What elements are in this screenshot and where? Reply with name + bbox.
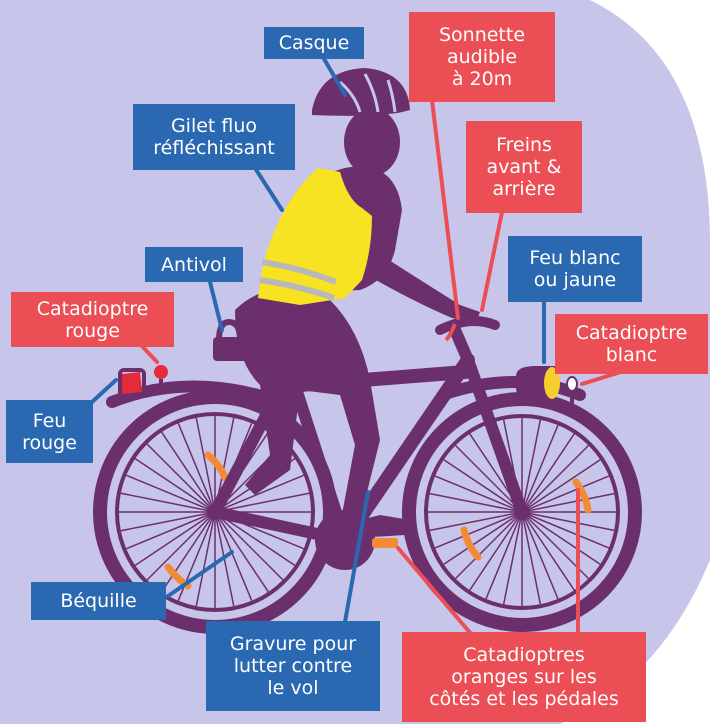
rear-light: [122, 372, 142, 394]
label-feu-blanc: Feu blanc ou jaune: [508, 236, 642, 302]
label-gravure: Gravure pour lutter contre le vol: [206, 621, 380, 711]
label-feu-rouge: Feu rouge: [6, 400, 93, 463]
label-catadioptres-oranges: Catadioptres oranges sur les côtés et le…: [402, 632, 646, 722]
label-antivol: Antivol: [145, 247, 243, 282]
label-catadioptre-rouge: Catadioptre rouge: [11, 292, 174, 347]
label-bequille: Béquille: [31, 582, 166, 620]
label-catadioptre-blanc: Catadioptre blanc: [555, 314, 708, 374]
label-sonnette: Sonnette audible à 20m: [409, 12, 555, 102]
front-light: [516, 366, 560, 400]
label-freins: Freins avant & arrière: [466, 121, 582, 213]
label-casque: Casque: [264, 27, 364, 59]
red-reflector: [154, 365, 168, 379]
pedal-reflector: [372, 538, 398, 548]
label-gilet-fluo: Gilet fluo réfléchissant: [133, 104, 295, 170]
